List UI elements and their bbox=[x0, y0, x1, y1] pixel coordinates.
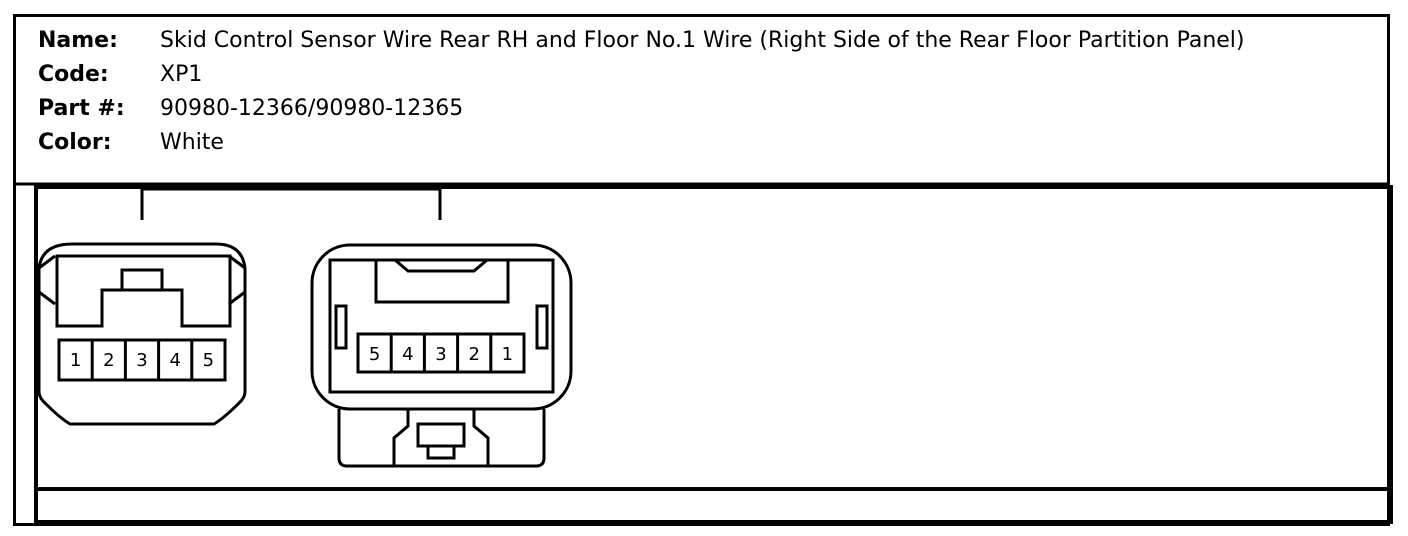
name-value: Skid Control Sensor Wire Rear RH and Flo… bbox=[160, 28, 1245, 53]
right-pin-label: 4 bbox=[402, 344, 413, 365]
mating-bracket bbox=[140, 187, 442, 220]
left-pin-label: 2 bbox=[103, 350, 114, 371]
right-pin-label: 2 bbox=[468, 344, 479, 365]
left-pin-label: 5 bbox=[203, 350, 214, 371]
right-pin-labels: 5 4 3 2 1 bbox=[369, 344, 513, 365]
color-label: Color: bbox=[38, 130, 112, 155]
right-connector-inner-frame bbox=[328, 258, 555, 394]
name-label: Name: bbox=[38, 28, 118, 53]
code-label: Code: bbox=[38, 62, 109, 87]
left-pin-label: 1 bbox=[70, 350, 81, 371]
right-pin-block bbox=[356, 332, 526, 374]
color-value: White bbox=[160, 130, 224, 155]
right-pin-label: 5 bbox=[369, 344, 380, 365]
diagram-panel bbox=[34, 185, 1393, 524]
code-value: XP1 bbox=[160, 62, 203, 87]
right-pin-label: 3 bbox=[435, 344, 446, 365]
left-pin-label: 4 bbox=[169, 350, 180, 371]
left-connector bbox=[37, 242, 247, 426]
part-number-value: 90980-12366/90980-12365 bbox=[160, 96, 464, 121]
left-connector-inner-cavity bbox=[55, 254, 232, 328]
left-pin-labels: 1 2 3 4 5 bbox=[70, 350, 214, 371]
outer-frame bbox=[13, 14, 1390, 526]
right-connector-lock-arms bbox=[392, 409, 490, 466]
left-pin-block bbox=[57, 338, 227, 382]
right-connector-lock-housing bbox=[337, 409, 546, 468]
right-connector-side-lock-right bbox=[535, 304, 549, 350]
right-connector-body bbox=[310, 243, 573, 411]
right-connector-inner-recess bbox=[374, 260, 510, 304]
left-connector-latch-marks bbox=[38, 254, 246, 306]
left-connector-key bbox=[120, 268, 164, 292]
right-connector bbox=[310, 243, 573, 468]
left-pin-label: 3 bbox=[136, 350, 147, 371]
right-connector-side-lock-left bbox=[334, 304, 348, 350]
part-number-label: Part #: bbox=[38, 96, 125, 121]
right-connector-key bbox=[394, 258, 488, 273]
right-pin-label: 1 bbox=[502, 344, 513, 365]
right-connector-lock-button bbox=[426, 444, 456, 460]
right-connector-lock-tab bbox=[416, 422, 466, 448]
